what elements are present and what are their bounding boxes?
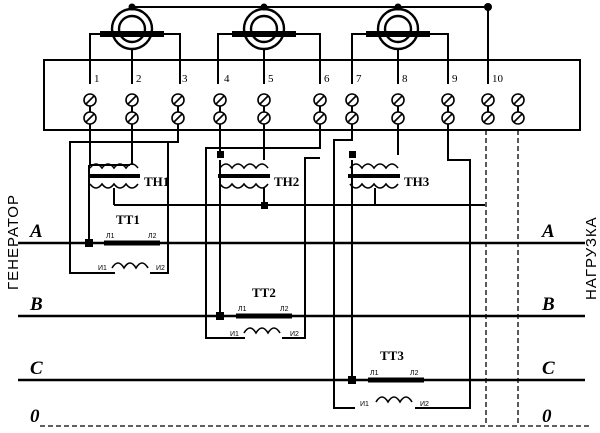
- vt2-symbol: [218, 163, 270, 189]
- ct2-l1: Л1: [238, 306, 247, 313]
- phase-a-label-right: A: [541, 221, 555, 242]
- ct1-l2: Л2: [148, 233, 157, 240]
- ct1-symbol: [104, 240, 160, 270]
- ct2-i2: И2: [290, 331, 299, 338]
- terminal-labels: 1 2 3 4 5 6 7 8 9 10: [94, 73, 504, 85]
- terminal-number-10: 10: [492, 73, 504, 85]
- ct1-secondary-wire: [69, 118, 179, 274]
- ct2-label: ТТ2: [252, 285, 276, 300]
- phase-a-label-left: A: [29, 221, 43, 242]
- junction-dots: [85, 3, 492, 384]
- terminal-number-2: 2: [136, 73, 142, 85]
- meter-element-1: [110, 7, 154, 51]
- ct3-i1: И1: [360, 401, 369, 408]
- meter-element-3: [376, 7, 420, 51]
- vt1-label: ТН1: [144, 174, 169, 189]
- terminal-screws: [83, 93, 525, 125]
- neutral-label-right: 0: [542, 406, 552, 427]
- terminal-block: [43, 59, 581, 131]
- current-transformers: [104, 240, 424, 404]
- vt3-label: ТН3: [404, 174, 430, 189]
- meter-elements: [110, 7, 420, 51]
- ct3-l1: Л1: [370, 370, 379, 377]
- ct1-label: ТТ1: [116, 212, 140, 227]
- voltage-transformers: [88, 163, 400, 189]
- meter-element-2: [242, 7, 286, 51]
- ct3-label: ТТ3: [380, 348, 404, 363]
- terminal-number-3: 3: [182, 73, 188, 85]
- ct1-i1: И1: [98, 265, 107, 272]
- terminal-number-9: 9: [452, 73, 458, 85]
- wires: [43, 6, 581, 409]
- ct1-i2: И2: [156, 265, 165, 272]
- generator-side-label: ГЕНЕРАТОР: [5, 194, 22, 290]
- load-side-label: НАГРУЗКА: [583, 216, 600, 300]
- ct2-i1: И1: [230, 331, 239, 338]
- vt1-symbol: [88, 163, 140, 189]
- ct2-l2: Л2: [280, 306, 289, 313]
- terminal-number-5: 5: [268, 73, 274, 85]
- phase-c-label-right: C: [542, 358, 555, 379]
- vt3-symbol: [348, 163, 400, 189]
- terminal-number-1: 1: [94, 73, 100, 85]
- phase-b-label-left: B: [29, 294, 43, 315]
- phase-lines: [18, 241, 585, 382]
- terminal-number-7: 7: [356, 73, 362, 85]
- terminal-number-6: 6: [324, 73, 330, 85]
- ct1-l1: Л1: [106, 233, 115, 240]
- terminal-number-4: 4: [224, 73, 230, 85]
- phase-c-label-left: C: [30, 358, 43, 379]
- phase-b-label-right: B: [541, 294, 555, 315]
- neutral-lines: [40, 130, 590, 427]
- ct3-secondary-wire: [415, 118, 471, 409]
- ct2-symbol: [236, 313, 292, 335]
- ct3-symbol: [368, 377, 424, 404]
- vt2-label: ТН2: [274, 174, 299, 189]
- ct2-secondary-wire: [205, 118, 321, 339]
- ct3-i2: И2: [420, 401, 429, 408]
- terminal-number-8: 8: [402, 73, 408, 85]
- neutral-label-left: 0: [30, 406, 40, 427]
- ct3-l2: Л2: [410, 370, 419, 377]
